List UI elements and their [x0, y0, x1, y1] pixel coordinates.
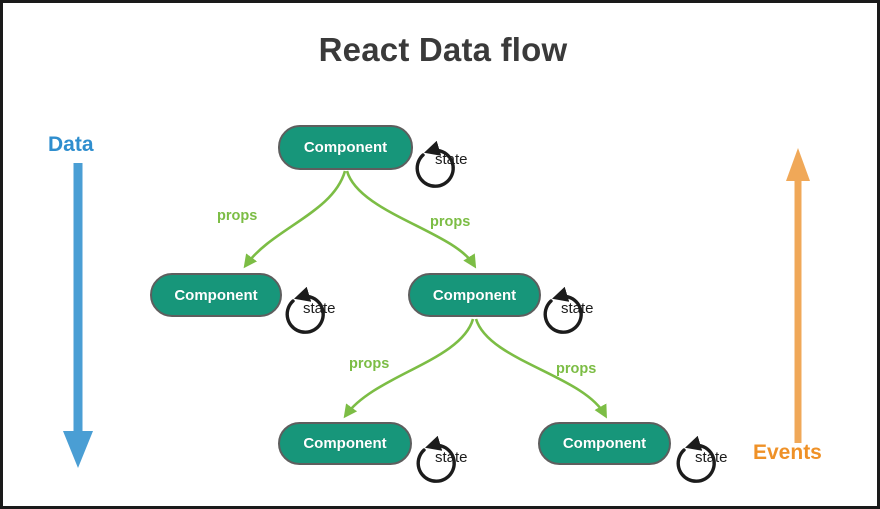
data-flow-arrow	[63, 163, 93, 468]
events-flow-arrow	[786, 148, 810, 443]
props-label-root-right: props	[430, 214, 471, 230]
props-edge-right-grandleft	[343, 318, 475, 419]
state-label-grand-right: state	[695, 449, 728, 466]
state-loop-grand-right	[676, 435, 716, 483]
page-title: React Data flow	[318, 31, 568, 68]
props-label-root-left: props	[217, 208, 258, 224]
diagram-connectors	[63, 140, 810, 483]
component-node-child-right[interactable]: Component	[408, 273, 541, 317]
component-node-grand-right[interactable]: Component	[538, 422, 671, 465]
component-node-root[interactable]: Component	[278, 125, 413, 170]
component-node-child-left[interactable]: Component	[150, 273, 282, 317]
component-node-grand-left[interactable]: Component	[278, 422, 412, 465]
state-label-root: state	[435, 151, 468, 168]
state-loop-grand-left	[416, 435, 456, 483]
data-flow-label: Data	[48, 133, 94, 156]
state-loop-root	[415, 140, 455, 188]
state-label-child-left: state	[303, 300, 336, 317]
state-label-child-right: state	[561, 300, 594, 317]
state-loop-child-right	[543, 286, 583, 334]
props-edge-root-right	[345, 170, 477, 269]
events-flow-label: Events	[753, 441, 822, 464]
props-edge-root-left	[243, 170, 347, 269]
props-label-right-grandleft: props	[349, 356, 390, 372]
props-edge-right-grandright	[474, 318, 607, 419]
state-label-grand-left: state	[435, 449, 468, 466]
props-label-right-grandright: props	[556, 361, 597, 377]
state-loop-child-left	[285, 286, 325, 334]
